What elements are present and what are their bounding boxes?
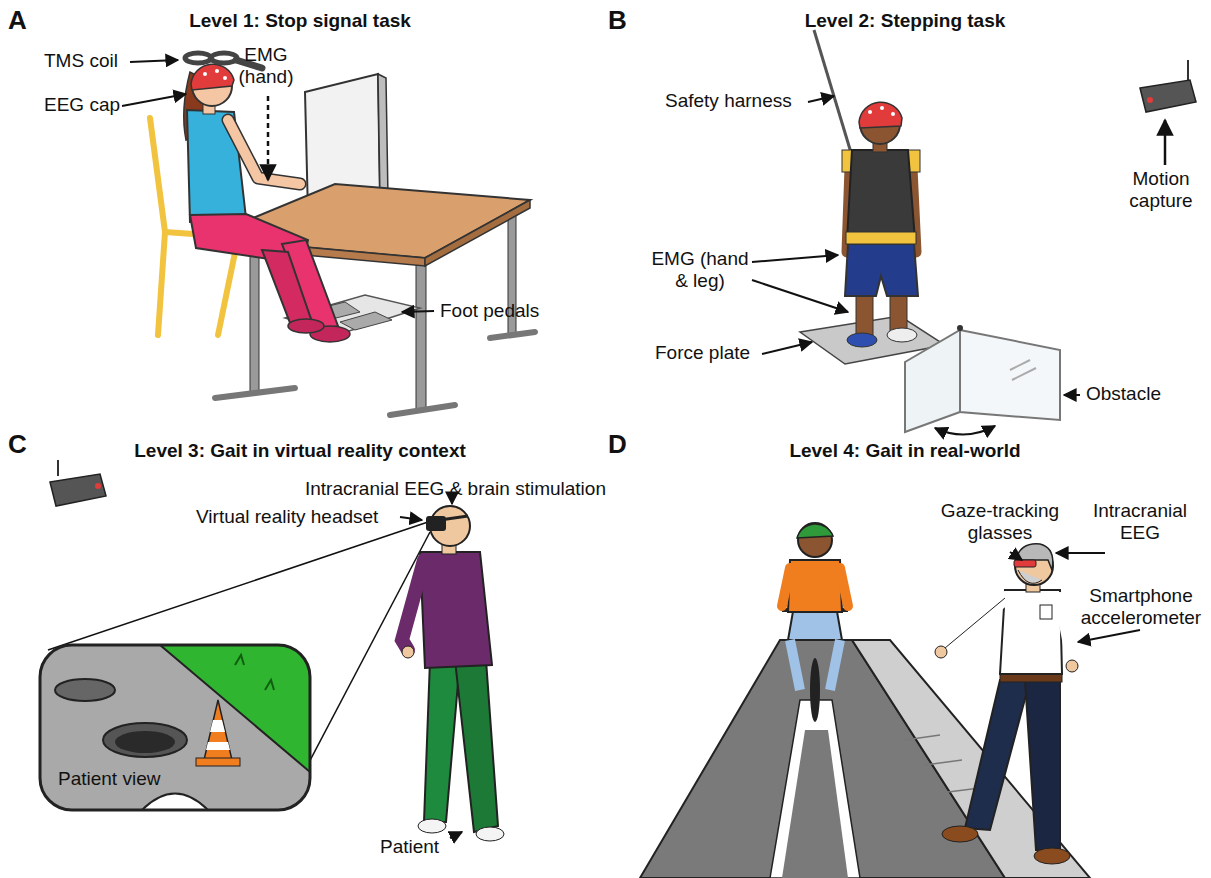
part-label: Intracranial EEG & brain stimulation (305, 478, 645, 500)
part-label: EEG cap (44, 94, 134, 116)
part-label: Gaze-tracking glasses (940, 500, 1060, 544)
panel-letter: B (608, 6, 648, 36)
part-label: Foot pedals (440, 300, 560, 322)
panel-letter: A (8, 6, 48, 36)
panel-title: Level 3: Gait in virtual reality context (80, 440, 520, 462)
part-label: Obstacle (1086, 383, 1186, 405)
part-label: Virtual reality headset (196, 506, 401, 528)
part-label: TMS coil (44, 50, 134, 72)
panel-title: Level 2: Stepping task (695, 10, 1115, 32)
part-label: Patient view (58, 768, 198, 790)
panel-title: Level 1: Stop signal task (90, 10, 510, 32)
panel-letter: D (608, 430, 648, 460)
panel-letter: C (8, 430, 48, 460)
part-label: Safety harness (665, 90, 805, 112)
part-label: EMG (hand) (231, 44, 301, 88)
panel-a-art (122, 53, 535, 415)
panel-b-art (752, 30, 1196, 435)
part-label: Smartphone accelerometer (1076, 585, 1206, 629)
panel-c-art (40, 460, 504, 841)
part-label: Force plate (655, 342, 765, 364)
part-label: Patient (380, 836, 470, 858)
part-label: Motion capture (1116, 168, 1206, 212)
part-label: Intracranial EEG (1085, 500, 1195, 544)
part-label: EMG (hand & leg) (645, 248, 755, 292)
panel-d-art (640, 523, 1140, 878)
panel-title: Level 4: Gait in real-world (695, 440, 1115, 462)
